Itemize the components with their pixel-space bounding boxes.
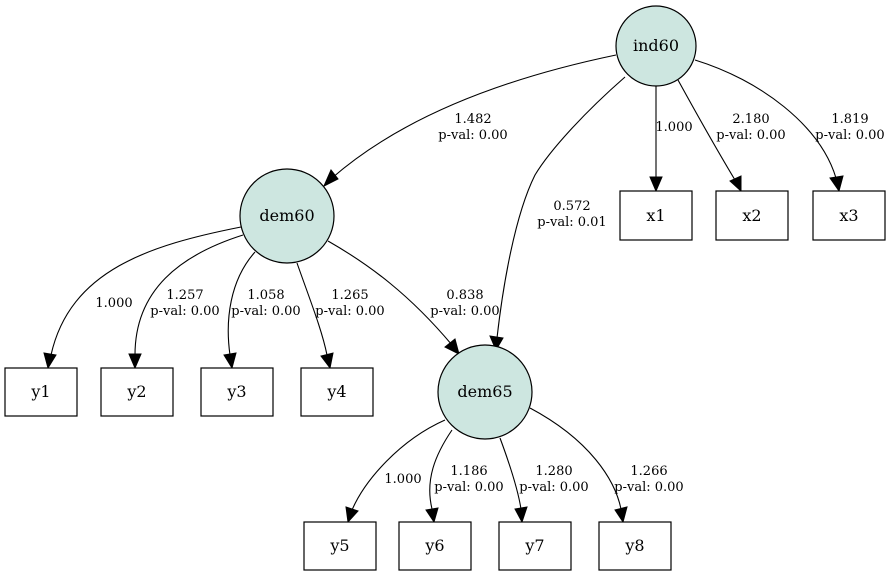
latent-circle — [239, 168, 335, 264]
label-dem65-y8-coef: 1.266 — [630, 464, 667, 479]
edge-dem65-y8 — [529, 407, 622, 510]
label-ind60-dem60-coef: 1.482 — [454, 112, 491, 127]
observed-node-x2: x2 — [715, 190, 789, 241]
observed-node-x3: x3 — [812, 190, 886, 241]
arrowhead-ind60-dem60 — [322, 169, 339, 188]
observed-node-x1: x1 — [619, 190, 693, 241]
observed-box — [100, 367, 174, 417]
edge-ind60-dem65 — [496, 76, 626, 339]
arrowhead-ind60-x3 — [829, 175, 844, 193]
observed-box — [812, 190, 886, 241]
label-ind60-dem65-coef: 0.572 — [553, 199, 590, 214]
observed-node-y4: y4 — [300, 367, 374, 417]
label-ind60-x2-pval: p-val: 0.00 — [716, 128, 785, 143]
label-dem60-y3-pval: p-val: 0.00 — [231, 304, 300, 319]
label-dem65-y5-coef: 1.000 — [384, 472, 421, 487]
observed-node-y8: y8 — [598, 521, 672, 571]
label-dem65-y6-coef: 1.186 — [450, 464, 487, 479]
observed-node-y5: y5 — [303, 521, 377, 571]
edge-ind60-dem60 — [331, 54, 617, 179]
label-ind60-x1-coef: 1.000 — [655, 120, 692, 135]
label-dem65-y8-pval: p-val: 0.00 — [614, 480, 683, 495]
arrowhead-ind60-x1 — [649, 176, 663, 193]
node-label-y5: y5 — [329, 536, 349, 555]
label-dem65-y7-coef: 1.280 — [535, 464, 572, 479]
edge-dem65-y5 — [351, 419, 446, 511]
observed-box — [598, 521, 672, 571]
node-label-y2: y2 — [126, 382, 146, 401]
node-label-dem60: dem60 — [259, 206, 314, 225]
observed-node-y2: y2 — [100, 367, 174, 417]
label-dem60-y1-coef: 1.000 — [95, 296, 132, 311]
node-label-x1: x1 — [646, 206, 665, 225]
arrowhead-ind60-dem65 — [489, 335, 504, 352]
arrowhead-dem65-y7 — [514, 506, 528, 524]
observed-node-y1: y1 — [4, 367, 78, 417]
arrowhead-dem65-y8 — [614, 506, 628, 524]
label-dem60-dem65-pval: p-val: 0.00 — [430, 304, 499, 319]
arrowhead-dem60-y2 — [128, 353, 142, 370]
latent-node-dem60: dem60 — [239, 168, 335, 264]
edge-dem60-y2 — [134, 234, 244, 356]
observed-box — [303, 521, 377, 571]
edge-dem60-y1 — [50, 226, 242, 356]
node-label-y8: y8 — [624, 536, 644, 555]
node-label-y1: y1 — [30, 382, 50, 401]
edges — [43, 54, 844, 524]
observed-node-y3: y3 — [200, 367, 274, 417]
edge-ind60-x2 — [677, 79, 736, 181]
node-label-x3: x3 — [839, 206, 858, 225]
node-label-y4: y4 — [326, 382, 346, 401]
label-dem60-dem65-coef: 0.838 — [446, 288, 483, 303]
edge-dem65-y6 — [429, 429, 453, 510]
observed-box — [200, 367, 274, 417]
node-label-y7: y7 — [524, 536, 544, 555]
label-dem65-y7-pval: p-val: 0.00 — [519, 480, 588, 495]
latent-node-ind60: ind60 — [615, 5, 697, 87]
label-ind60-dem60-pval: p-val: 0.00 — [438, 128, 507, 143]
arrowhead-dem60-y3 — [223, 352, 237, 370]
arrowhead-dem60-y1 — [43, 352, 57, 370]
edge-ind60-x3 — [694, 59, 837, 179]
edge-dem60-y4 — [296, 262, 328, 356]
arrowhead-dem65-y5 — [345, 506, 359, 524]
edge-dem60-dem65 — [327, 240, 453, 346]
node-label-y6: y6 — [424, 536, 444, 555]
edge-labels: 1.482 p-val: 0.00 0.572 p-val: 0.01 1.00… — [95, 112, 884, 495]
observed-box — [398, 521, 472, 571]
latent-node-dem65: dem65 — [437, 344, 533, 440]
label-dem60-y4-pval: p-val: 0.00 — [315, 304, 384, 319]
label-dem60-y2-pval: p-val: 0.00 — [150, 304, 219, 319]
node-label-y3: y3 — [226, 382, 246, 401]
observed-node-y7: y7 — [498, 521, 572, 571]
arrowhead-ind60-x2 — [729, 175, 742, 193]
observed-box — [498, 521, 572, 571]
label-dem60-y2-coef: 1.257 — [166, 288, 203, 303]
arrowhead-dem60-y4 — [320, 352, 334, 370]
label-ind60-x3-pval: p-val: 0.00 — [815, 128, 884, 143]
observed-box — [4, 367, 78, 417]
node-label-ind60: ind60 — [633, 36, 679, 55]
node-label-x2: x2 — [742, 206, 761, 225]
label-dem60-y3-coef: 1.058 — [247, 288, 284, 303]
edge-dem60-y3 — [227, 251, 256, 356]
arrowhead-dem65-y6 — [425, 507, 439, 524]
latent-circle — [615, 5, 697, 87]
observed-box — [619, 190, 693, 241]
label-ind60-x3-coef: 1.819 — [831, 112, 868, 127]
observed-node-y6: y6 — [398, 521, 472, 571]
edge-dem65-y7 — [499, 437, 522, 510]
arrowhead-dem60-dem65 — [444, 338, 460, 355]
label-ind60-x2-coef: 2.180 — [732, 112, 769, 127]
label-dem65-y6-pval: p-val: 0.00 — [434, 480, 503, 495]
node-label-dem65: dem65 — [457, 382, 512, 401]
observed-box — [715, 190, 789, 241]
label-ind60-dem65-pval: p-val: 0.01 — [537, 215, 606, 230]
observed-box — [300, 367, 374, 417]
label-dem60-y4-coef: 1.265 — [331, 288, 368, 303]
latent-circle — [437, 344, 533, 440]
